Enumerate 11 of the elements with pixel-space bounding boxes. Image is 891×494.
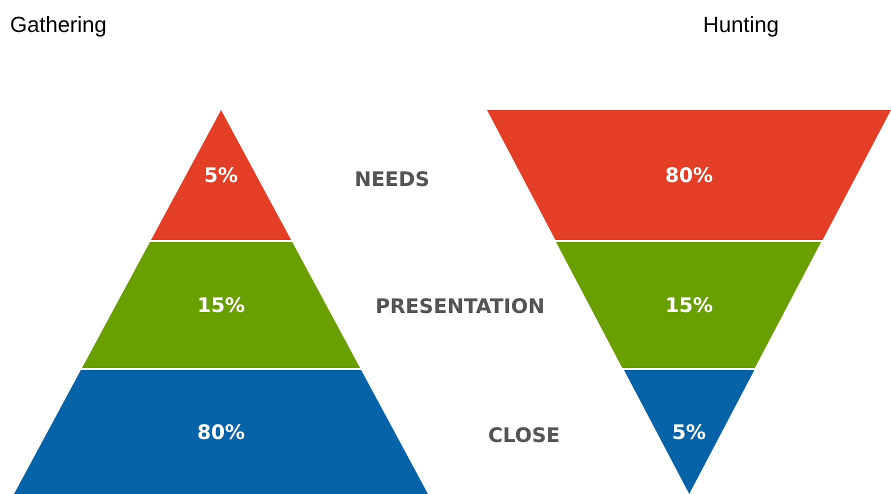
percentage-label: 80% [197,420,245,444]
column-heading: Hunting [703,12,779,38]
percentage-label: 15% [197,293,245,317]
stage-label: NEEDS [354,167,430,191]
percentage-label: 15% [665,293,713,317]
stage-label: CLOSE [488,423,560,447]
percentage-label: 5% [204,163,238,187]
percentage-label: 5% [672,420,706,444]
column-heading: Gathering [10,12,107,38]
stage-label: PRESENTATION [375,294,545,318]
percentage-label: 80% [665,163,713,187]
